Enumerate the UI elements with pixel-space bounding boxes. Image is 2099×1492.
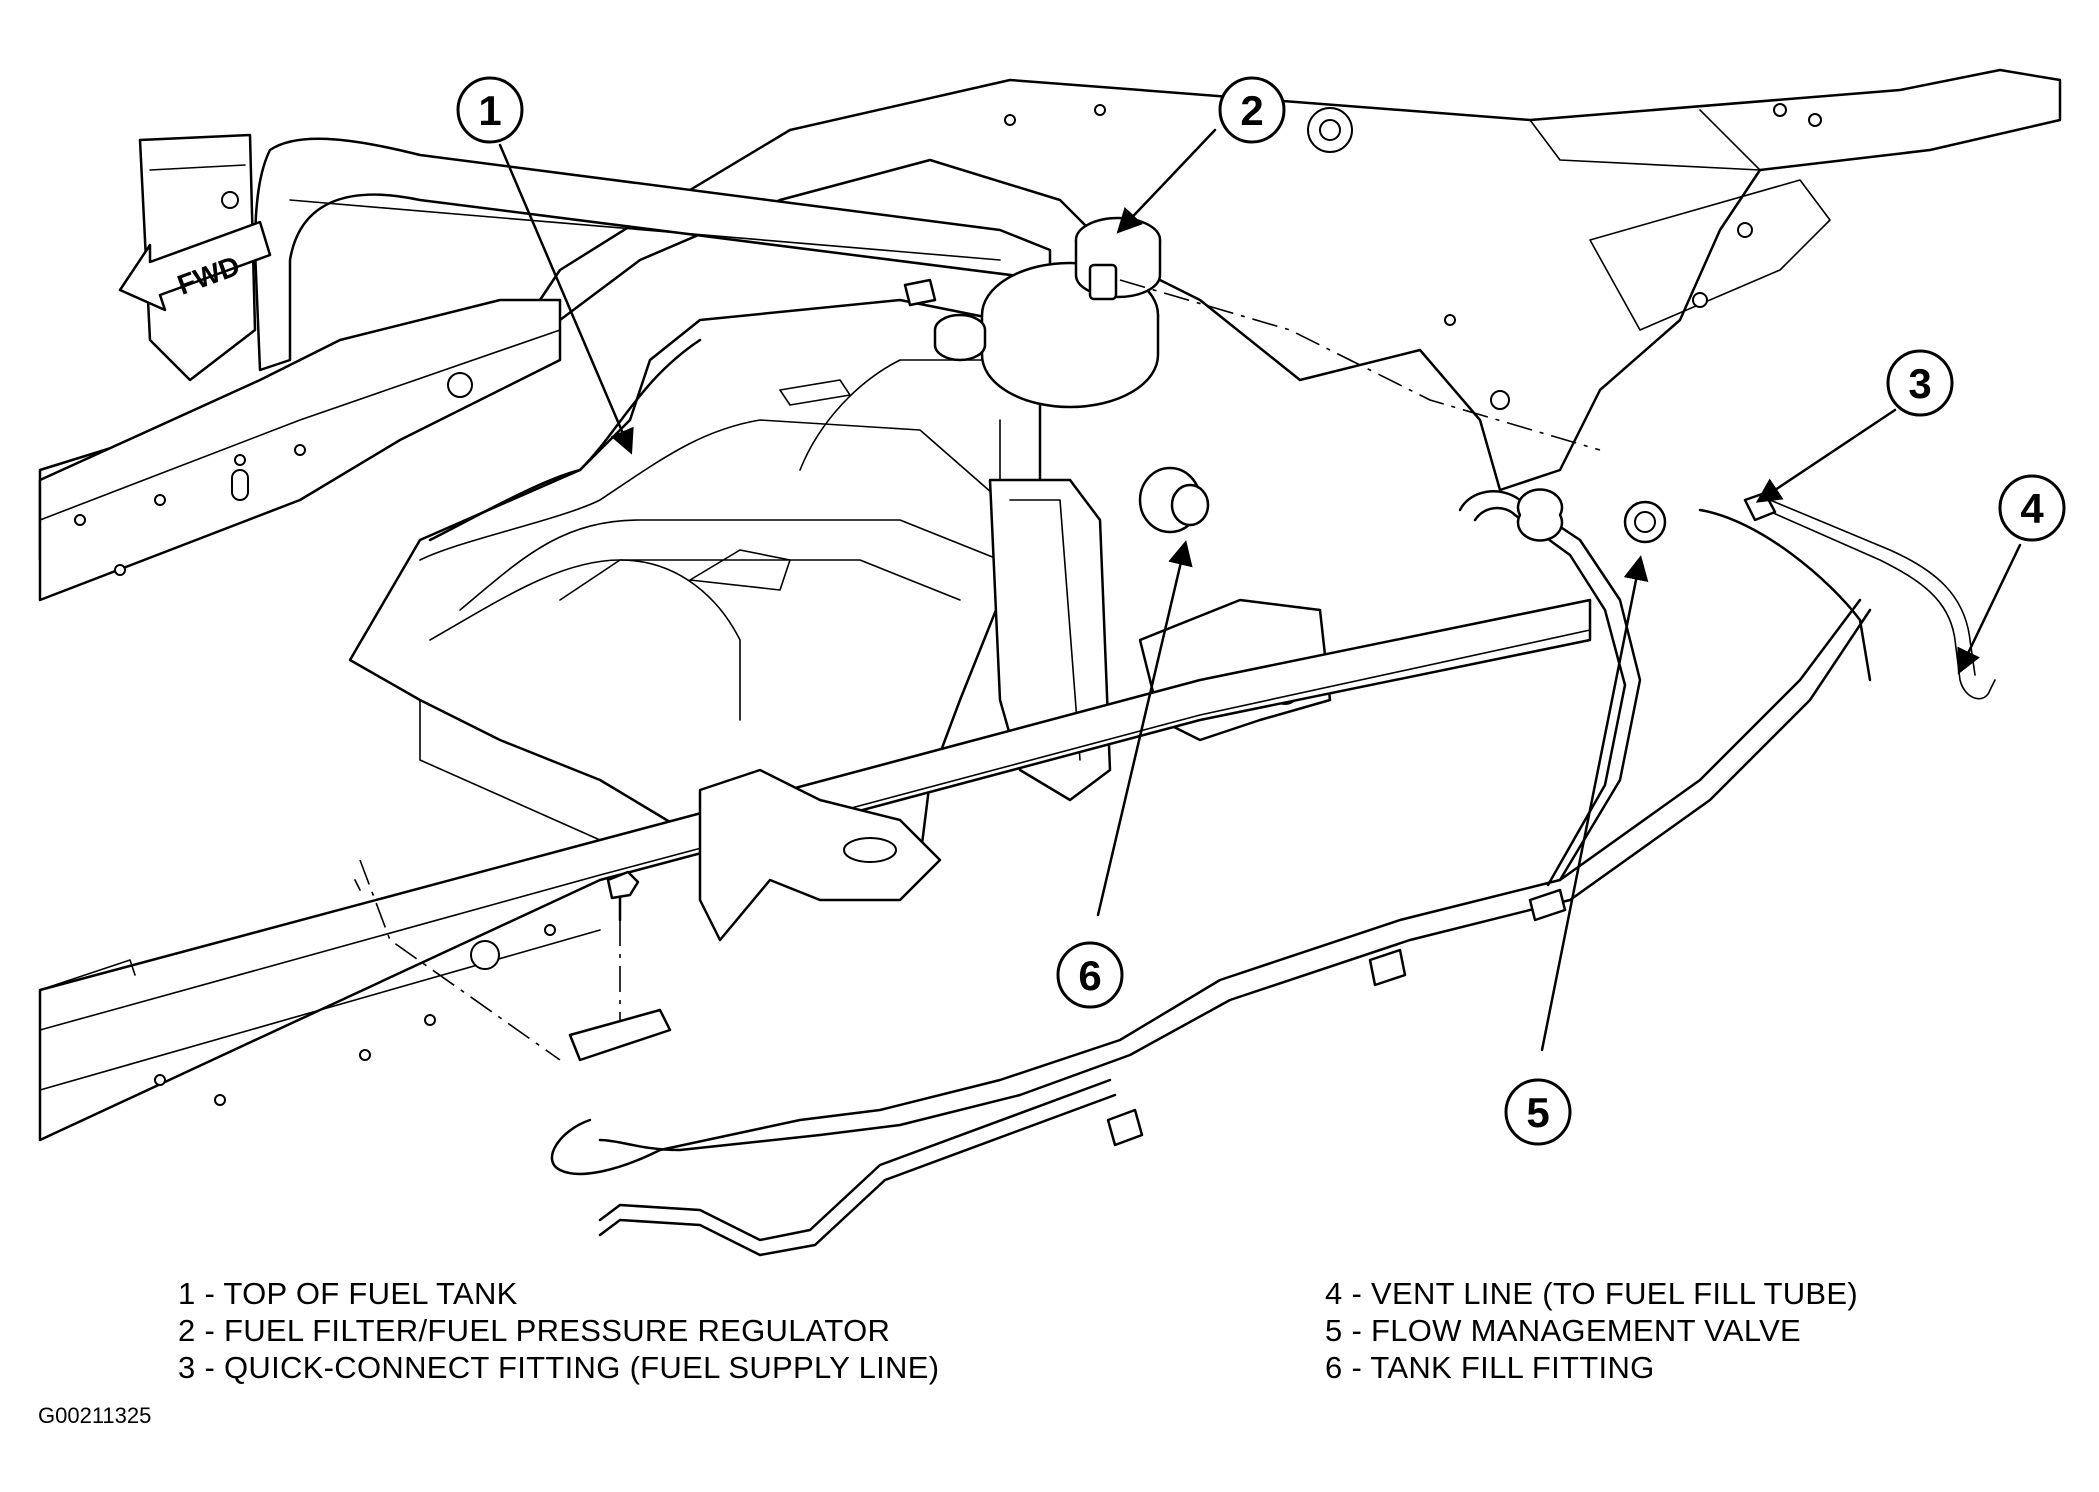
mounting-bolt [568,870,672,1062]
callout-4: 4 [1998,474,2066,542]
legend-left: 1 - TOP OF FUEL TANK 2 - FUEL FILTER/FUE… [178,1275,939,1386]
svg-text:1: 1 [478,87,501,134]
callout-5: 5 [1504,1078,1572,1146]
legend-item-3: 3 - QUICK-CONNECT FITTING (FUEL SUPPLY L… [178,1350,940,1385]
front-frame-rail [38,598,1592,1142]
callout-2: 2 [1218,76,1286,144]
callout-leaders [498,128,2022,1052]
left-frame-member [38,298,562,602]
callout-3: 3 [1886,349,1954,417]
legend-item-2: 2 - FUEL FILTER/FUEL PRESSURE REGULATOR [178,1313,891,1348]
fuel-pump-module [903,216,1162,521]
svg-text:2: 2 [1240,87,1263,134]
svg-text:5: 5 [1526,1089,1549,1136]
callout-1: 1 [456,76,524,144]
figure-id: G00211325 [38,1403,152,1428]
svg-text:4: 4 [2020,485,2044,532]
legend-item-5: 5 - FLOW MANAGEMENT VALVE [1325,1313,1802,1348]
legend-right: 4 - VENT LINE (TO FUEL FILL TUBE) 5 - FL… [1325,1275,1858,1386]
dashed-leader [1119,279,1601,451]
svg-text:3: 3 [1908,360,1931,407]
fuel-lines [550,488,1996,1257]
legend-item-4: 4 - VENT LINE (TO FUEL FILL TUBE) [1325,1276,1859,1311]
tank-fill-fitting [1138,466,1210,534]
legend-item-6: 6 - TANK FILL FITTING [1325,1350,1655,1385]
legend-item-1: 1 - TOP OF FUEL TANK [178,1276,518,1311]
callout-6: 6 [1056,941,1124,1009]
svg-text:6: 6 [1078,952,1101,999]
